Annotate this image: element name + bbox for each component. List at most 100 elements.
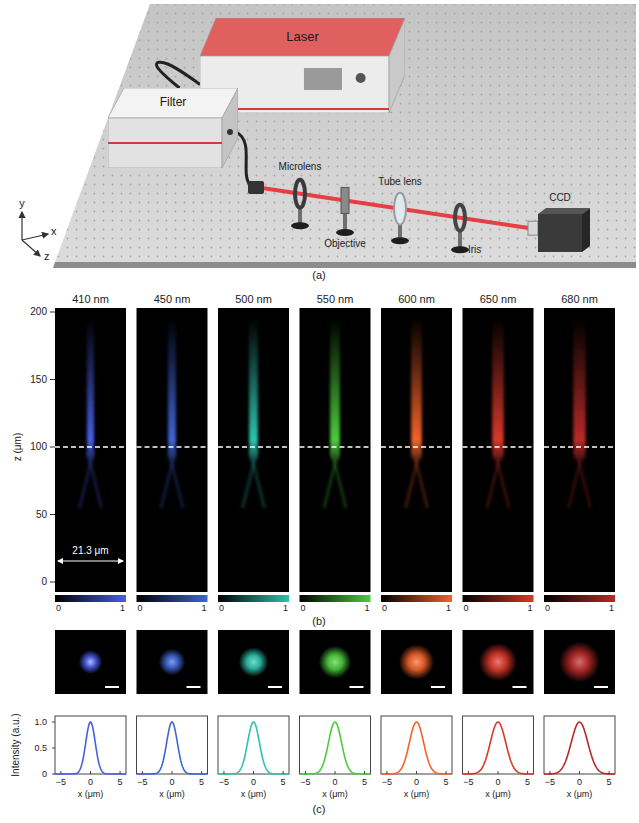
- colorbar-tick: 1: [283, 603, 288, 613]
- colorbar: [218, 595, 289, 602]
- plot-frame: [544, 716, 615, 774]
- axis-label: z: [44, 250, 50, 263]
- tick-label: 0: [332, 777, 337, 787]
- spot-image: [463, 630, 534, 694]
- tick-label: −5: [137, 777, 147, 787]
- component-label: Tube lens: [378, 176, 422, 188]
- component-label: Iris: [468, 244, 481, 256]
- tick-label: 0: [42, 769, 47, 779]
- side-lobe: [324, 452, 338, 508]
- colorbar-tick: 1: [446, 603, 451, 613]
- axis-tick: [579, 771, 580, 774]
- box-label: Laser: [286, 30, 319, 45]
- colorbar-tick: 1: [364, 603, 369, 613]
- tube-lens: [394, 193, 406, 225]
- axis-tick: [283, 771, 284, 774]
- focal-spot: [159, 649, 186, 676]
- axis-arrow: [22, 234, 48, 240]
- box-side: [389, 18, 405, 113]
- focal-plane-line: [55, 446, 126, 448]
- axis-title: x (μm): [404, 789, 430, 799]
- colorbar: [137, 595, 208, 602]
- side-lobe: [577, 452, 591, 508]
- field-panel: [544, 308, 615, 592]
- colorbar-tick: 0: [138, 603, 143, 613]
- beam-profile: [168, 318, 176, 462]
- plot-frame: [381, 716, 452, 774]
- tick-label: 5: [525, 777, 530, 787]
- colorbar-tick: 0: [464, 603, 469, 613]
- tick-label: 0: [41, 576, 47, 588]
- axis-tick: [90, 771, 91, 774]
- axis-tick: [120, 771, 121, 774]
- tick-label: 0: [88, 777, 93, 787]
- table-edge: [53, 262, 636, 268]
- scale-arrow: [58, 560, 123, 561]
- axis-label: y: [19, 197, 25, 210]
- axis-title: z (μm): [12, 433, 24, 462]
- spot-image: [544, 630, 615, 694]
- tick-label: 50: [36, 509, 47, 521]
- tick-label: 100: [30, 441, 47, 453]
- axis-label: x: [51, 225, 57, 238]
- axis-tick: [50, 514, 55, 515]
- axis-tick: [50, 447, 55, 448]
- colorbar-tick: 1: [609, 603, 614, 613]
- fiber-cable: [236, 132, 252, 187]
- tick-label: 5: [607, 777, 612, 787]
- beam-profile: [573, 318, 585, 462]
- tick-label: −5: [56, 777, 66, 787]
- axis-arrow: [21, 212, 22, 240]
- intensity-curve: [137, 722, 208, 774]
- filter-port: [227, 129, 233, 135]
- objective-plate: [341, 187, 349, 213]
- side-lobe: [169, 452, 183, 508]
- tick-label: 5: [199, 777, 204, 787]
- axis-tick: [50, 379, 55, 380]
- axis-tick: [305, 771, 306, 774]
- field-panel: [300, 308, 371, 592]
- axis-arrow: [22, 240, 40, 256]
- axis-tick: [364, 771, 365, 774]
- box-top: [108, 88, 238, 118]
- tick-label: 0: [169, 777, 174, 787]
- iris: [455, 205, 465, 231]
- box-label: Filter: [160, 96, 187, 110]
- colorbar-tick: 1: [527, 603, 532, 613]
- scale-bar: [268, 686, 282, 688]
- axis-tick: [609, 771, 610, 774]
- component-label: Objective: [324, 238, 366, 250]
- field-panel: [381, 308, 452, 592]
- side-lobe: [161, 452, 175, 508]
- axis-tick: [60, 771, 61, 774]
- focal-spot: [319, 646, 351, 678]
- wavelength-label: 450 nm: [154, 293, 191, 306]
- box-front: [108, 118, 222, 168]
- side-lobe: [80, 452, 94, 508]
- side-lobe: [414, 452, 428, 508]
- intensity-curve: [463, 722, 534, 774]
- axis-tick: [52, 774, 55, 775]
- scale-bar: [513, 686, 527, 688]
- laser-display: [304, 68, 342, 90]
- focal-plane-line: [300, 446, 371, 448]
- colorbar-tick: 0: [545, 603, 550, 613]
- ccd-lens: [528, 221, 538, 235]
- plot-frame: [218, 716, 289, 774]
- side-lobe: [243, 452, 257, 508]
- intensity-curve: [300, 722, 371, 774]
- tick-label: 200: [30, 306, 47, 318]
- tick-label: −5: [300, 777, 310, 787]
- wavelength-label: 680 nm: [561, 293, 598, 306]
- wavelength-label: 500 nm: [235, 293, 272, 306]
- tick-label: 5: [118, 777, 123, 787]
- side-lobe: [487, 452, 501, 508]
- axis-tick: [52, 748, 55, 749]
- side-lobe: [569, 452, 583, 508]
- ccd-camera: [538, 214, 582, 252]
- beam-profile: [411, 318, 422, 462]
- component-label: Microlens: [279, 161, 322, 173]
- focal-spot: [559, 642, 600, 683]
- tick-label: 0: [577, 777, 582, 787]
